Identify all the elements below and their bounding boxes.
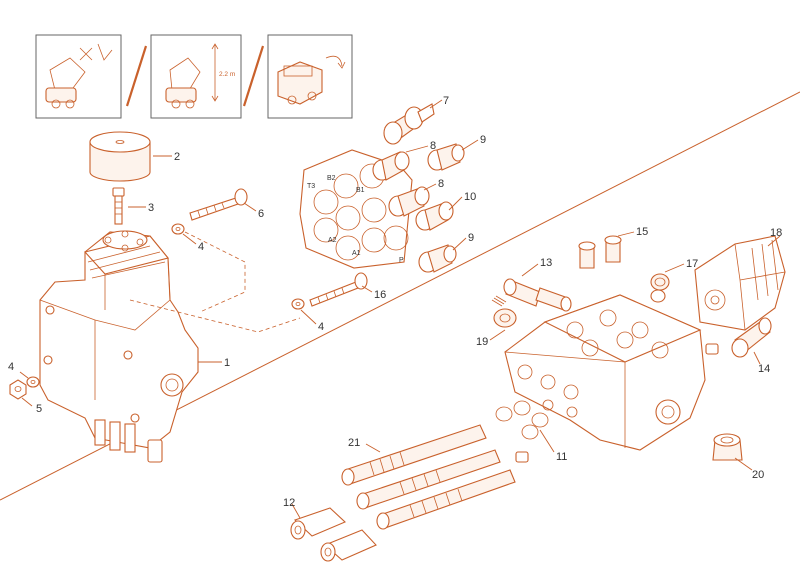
knob-part-2 [89,131,151,182]
fitting-part-8-mid [388,186,430,217]
separator-slash-2 [242,45,265,107]
fitting-part-10 [415,201,454,231]
callout-21: 21 [348,437,360,449]
port-label-b2: B2 [327,175,336,182]
assembly-path-dashed [129,231,301,333]
callout-15: 15 [636,226,648,238]
seal-rings-part-11 [495,400,549,463]
callout-12: 12 [283,497,295,509]
callout-9-top: 9 [480,134,486,146]
port-label-a2: A2 [328,237,337,244]
instruction-thumbnails: 2.2 m [35,34,353,119]
port-label-a1: A1 [352,250,361,257]
spool-caps-part-12 [290,507,377,562]
plunger-part-3 [112,187,125,225]
thumbnail-frame-2 [150,34,242,119]
callout-6: 6 [258,208,264,220]
callout-17: 17 [686,258,698,270]
bolt-part-6 [189,188,248,221]
separator-slash-1 [125,45,148,107]
callout-19: 19 [476,336,488,348]
callout-2: 2 [174,151,180,163]
fitting-part-9-bot [418,244,457,273]
callout-8-mid: 8 [438,178,444,190]
thumbnail-height-icon: 2.2 m [165,43,235,109]
bolt-part-16 [309,272,368,307]
valve-housing-part-1 [39,230,199,463]
callout-13: 13 [540,257,552,269]
thumbnail-rotate-icon [277,55,346,105]
thumbnail-frame-1 [35,34,122,119]
callout-1: 1 [224,357,230,369]
thumbnail-lever-icon [45,43,113,109]
fitting-part-7 [383,103,435,145]
callout-3: 3 [148,202,154,214]
fitting-part-8-top [372,151,410,181]
joystick-assembly [9,131,301,463]
callout-4-left: 4 [8,361,14,373]
callout-9-bot: 9 [468,232,474,244]
callout-10: 10 [464,191,476,203]
fitting-part-14 [705,317,772,358]
plug-part-19 [491,295,517,328]
bushing-part-20 [712,433,743,461]
callout-14: 14 [758,363,770,375]
washer-part-4-top [171,223,185,235]
seal-part-17 [650,273,670,303]
callout-8-top: 8 [430,140,436,152]
callout-4-mid: 4 [318,321,324,333]
port-label-p: P [399,257,404,264]
measurement-label: 2.2 m [219,71,235,78]
valve-block-assembly [504,294,706,451]
callout-5: 5 [36,403,42,415]
callout-20: 20 [752,469,764,481]
leader-lines [19,99,781,519]
plug-part-15 [578,235,622,269]
fitting-part-9-top [427,143,465,171]
washer-part-4-left [26,376,40,388]
port-label-t3: T3 [307,183,315,190]
nut-part-5 [9,379,27,400]
callout-18: 18 [770,227,782,239]
callout-11: 11 [556,451,567,463]
port-label-b1: B1 [356,187,365,194]
callout-labels: 1 2 3 4 4 4 5 6 7 8 8 9 9 10 11 12 13 14… [8,95,782,509]
callout-7: 7 [443,95,449,107]
spools-part-21 [341,424,516,530]
callout-16: 16 [374,289,386,301]
relief-valve-part-13 [503,278,572,312]
washer-part-4-mid [291,298,305,310]
callout-4-top: 4 [198,241,204,253]
solenoid-part-18 [694,235,786,331]
